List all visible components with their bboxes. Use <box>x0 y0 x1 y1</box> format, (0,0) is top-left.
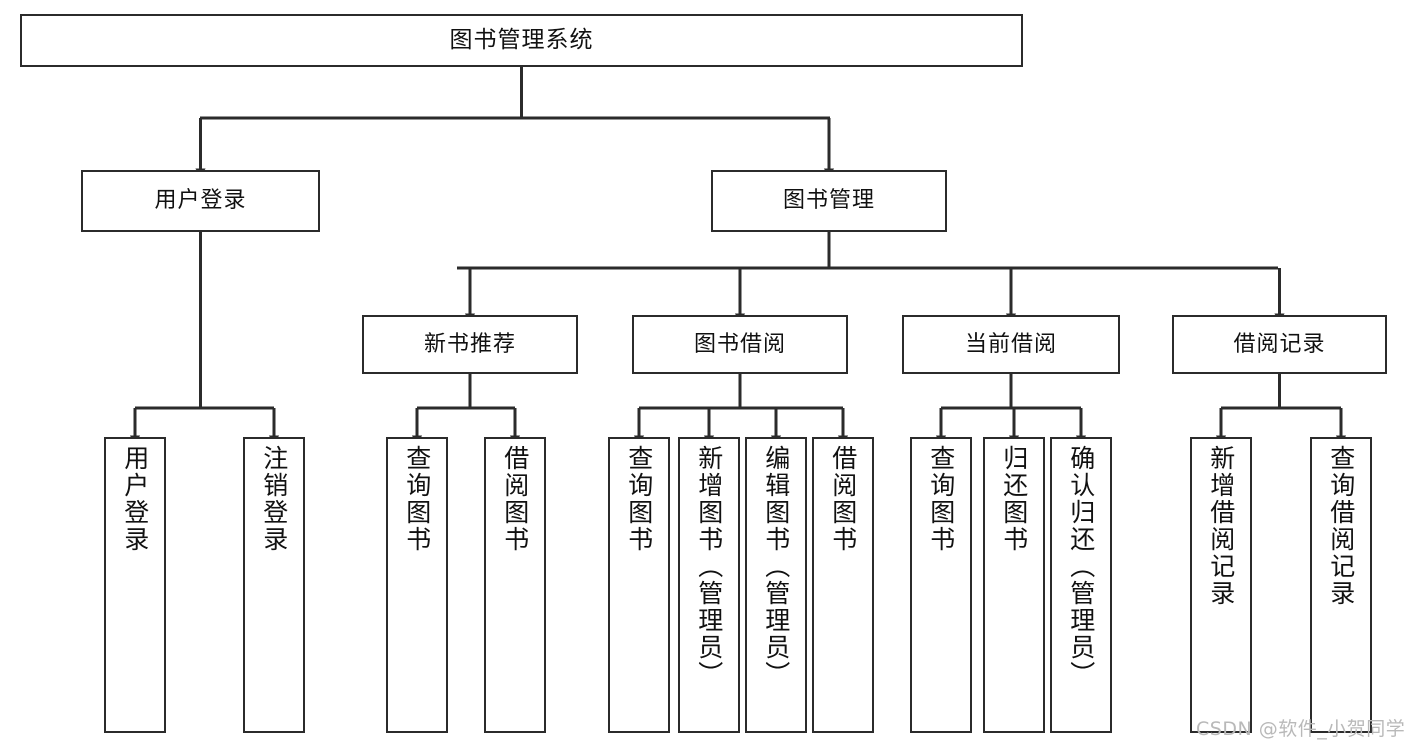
node-root-label: 图书管理系统 <box>449 27 594 54</box>
node-leaf-logout[interactable]: 注销登录 <box>243 437 305 733</box>
node-book-manage-label: 图书管理 <box>782 188 875 214</box>
node-leaf-user-login-label: 用户登录 <box>120 445 150 553</box>
node-current-borrow-label: 当前借阅 <box>964 331 1057 357</box>
node-leaf-return-book-label: 归还图书 <box>999 445 1029 553</box>
node-leaf-query-book-2[interactable]: 查询图书 <box>608 437 670 733</box>
node-leaf-edit-book[interactable]: 编辑图书（管理员） <box>745 437 807 733</box>
node-leaf-edit-book-label: 编辑图书（管理员） <box>761 445 791 688</box>
node-leaf-confirm-return-label: 确认归还（管理员） <box>1066 445 1096 688</box>
node-leaf-query-book-1-label: 查询图书 <box>402 445 432 553</box>
node-leaf-borrow-book-2[interactable]: 借阅图书 <box>812 437 874 733</box>
node-new-book-rec[interactable]: 新书推荐 <box>362 315 578 374</box>
node-root[interactable]: 图书管理系统 <box>20 14 1023 67</box>
node-leaf-query-record-label: 查询借阅记录 <box>1326 445 1356 607</box>
node-leaf-borrow-book-2-label: 借阅图书 <box>828 445 858 553</box>
node-leaf-query-book-3-label: 查询图书 <box>926 445 956 553</box>
node-new-book-rec-label: 新书推荐 <box>423 331 516 357</box>
node-leaf-add-book-label: 新增图书（管理员） <box>694 445 724 688</box>
node-leaf-query-book-2-label: 查询图书 <box>624 445 654 553</box>
node-leaf-return-book[interactable]: 归还图书 <box>983 437 1045 733</box>
node-leaf-user-login[interactable]: 用户登录 <box>104 437 166 733</box>
node-leaf-logout-label: 注销登录 <box>259 445 289 553</box>
node-borrow-record-label: 借阅记录 <box>1233 331 1326 357</box>
node-current-borrow[interactable]: 当前借阅 <box>902 315 1120 374</box>
node-user-login-label: 用户登录 <box>154 188 247 214</box>
node-leaf-add-book[interactable]: 新增图书（管理员） <box>678 437 740 733</box>
node-book-borrow[interactable]: 图书借阅 <box>632 315 848 374</box>
node-leaf-add-record-label: 新增借阅记录 <box>1206 445 1236 607</box>
node-leaf-add-record[interactable]: 新增借阅记录 <box>1190 437 1252 733</box>
node-book-manage[interactable]: 图书管理 <box>711 170 947 232</box>
node-leaf-query-record[interactable]: 查询借阅记录 <box>1310 437 1372 733</box>
node-leaf-borrow-book-1-label: 借阅图书 <box>500 445 530 553</box>
node-book-borrow-label: 图书借阅 <box>693 331 786 357</box>
node-user-login[interactable]: 用户登录 <box>81 170 320 232</box>
node-leaf-query-book-1[interactable]: 查询图书 <box>386 437 448 733</box>
node-leaf-query-book-3[interactable]: 查询图书 <box>910 437 972 733</box>
watermark-label: CSDN @软件_小贺同学 <box>1196 718 1405 740</box>
node-leaf-confirm-return[interactable]: 确认归还（管理员） <box>1050 437 1112 733</box>
node-leaf-borrow-book-1[interactable]: 借阅图书 <box>484 437 546 733</box>
node-borrow-record[interactable]: 借阅记录 <box>1172 315 1387 374</box>
